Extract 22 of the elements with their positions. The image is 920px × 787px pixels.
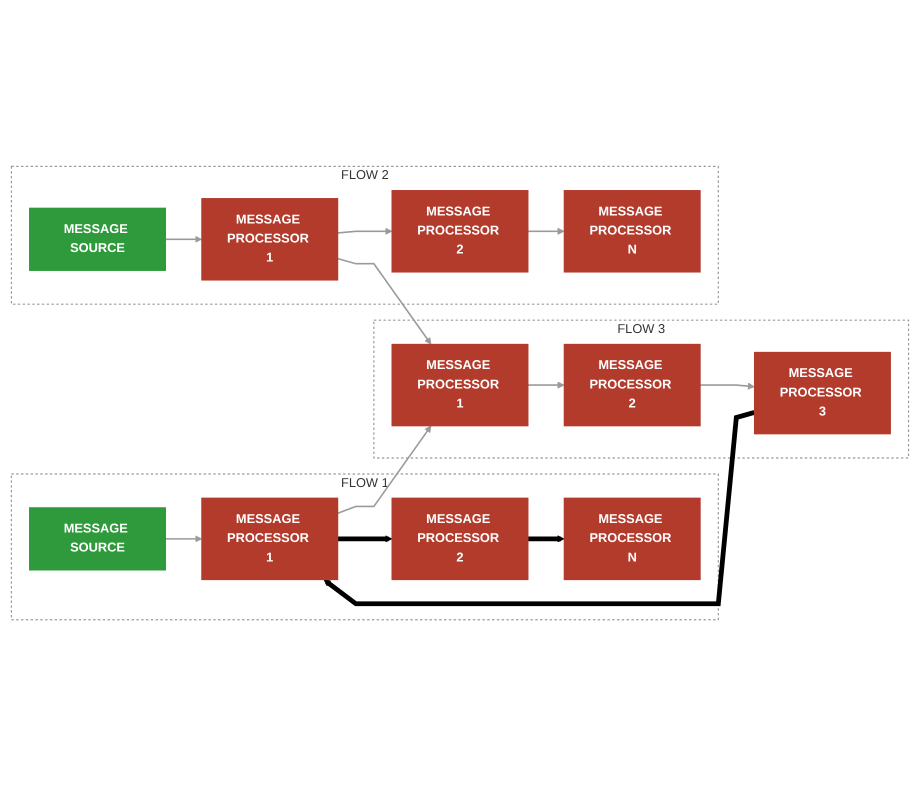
arrow [528,536,564,543]
node-box: MESSAGE SOURCE [29,208,166,272]
node-box: MESSAGE PROCESSOR 1 [392,344,528,427]
arrow [338,228,392,236]
node-box: MESSAGE PROCESSOR 3 [754,352,891,435]
arrow [528,382,564,390]
arrow [338,258,432,345]
node-box: MESSAGE PROCESSOR 1 [201,498,338,581]
node-box: MESSAGE PROCESSOR 2 [564,344,701,427]
arrow [338,536,392,543]
arrow [528,228,564,236]
node-box: MESSAGE PROCESSOR N [564,498,701,581]
arrow [166,536,202,543]
arrow [324,410,756,607]
node-box: MESSAGE PROCESSOR 1 [201,198,338,281]
node-box: MESSAGE SOURCE [29,508,166,571]
arrow [700,383,755,390]
node-box: MESSAGE PROCESSOR 2 [392,498,528,581]
arrow [166,236,202,244]
arrow [338,426,432,514]
node-box: MESSAGE PROCESSOR 2 [392,190,528,273]
node-box: MESSAGE PROCESSOR N [564,190,701,273]
